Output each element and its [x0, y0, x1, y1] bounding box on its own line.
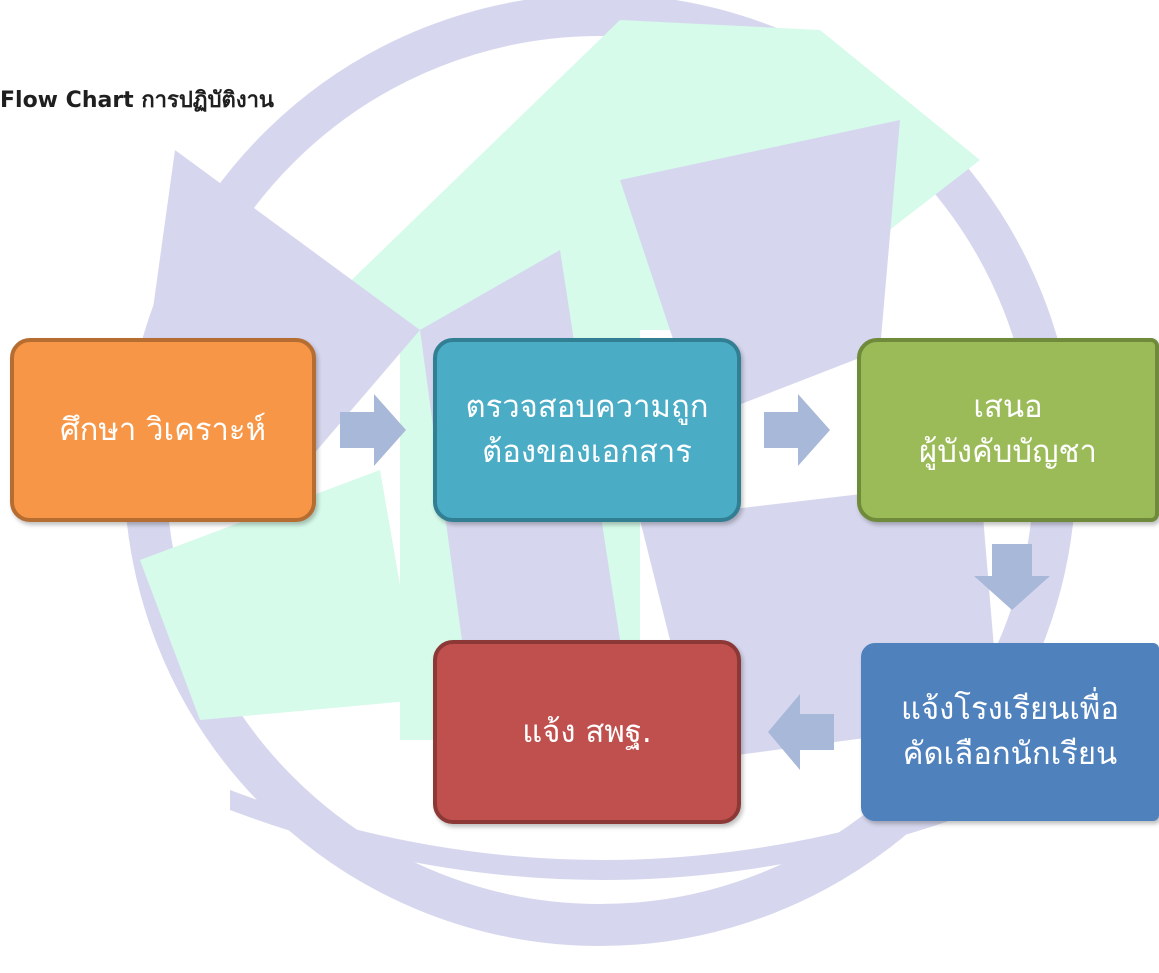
step-notify-school-line1: แจ้งโรงเรียนเพื่อ — [901, 691, 1119, 728]
step-propose-line1: เสนอ — [973, 389, 1043, 426]
step-verify-box: ตรวจสอบความถูก ต้องของเอกสาร — [433, 338, 741, 522]
step-study-label: ศึกษา วิเคราะห์ — [59, 411, 267, 448]
arrow-right-icon — [340, 394, 406, 466]
arrow-down-icon — [974, 544, 1050, 610]
arrow-right-icon — [764, 394, 830, 466]
step-notify-office-box: แจ้ง สพฐ. — [433, 640, 741, 824]
step-propose-box: เสนอ ผู้บังคับบัญชา — [857, 338, 1159, 522]
step-notify-office-label: แจ้ง สพฐ. — [522, 713, 652, 750]
step-verify-line1: ตรวจสอบความถูก — [465, 389, 709, 426]
step-study-box: ศึกษา วิเคราะห์ — [10, 338, 316, 522]
arrow-left-icon — [768, 694, 834, 770]
step-notify-school-box: แจ้งโรงเรียนเพื่อ คัดเลือกนักเรียน — [861, 643, 1159, 821]
page-title: Flow Chart การปฏิบัติงาน — [0, 88, 274, 113]
step-verify-line2: ต้องของเอกสาร — [482, 434, 692, 470]
step-notify-school-line2: คัดเลือกนักเรียน — [902, 736, 1118, 772]
step-propose-line2: ผู้บังคับบัญชา — [919, 434, 1097, 470]
